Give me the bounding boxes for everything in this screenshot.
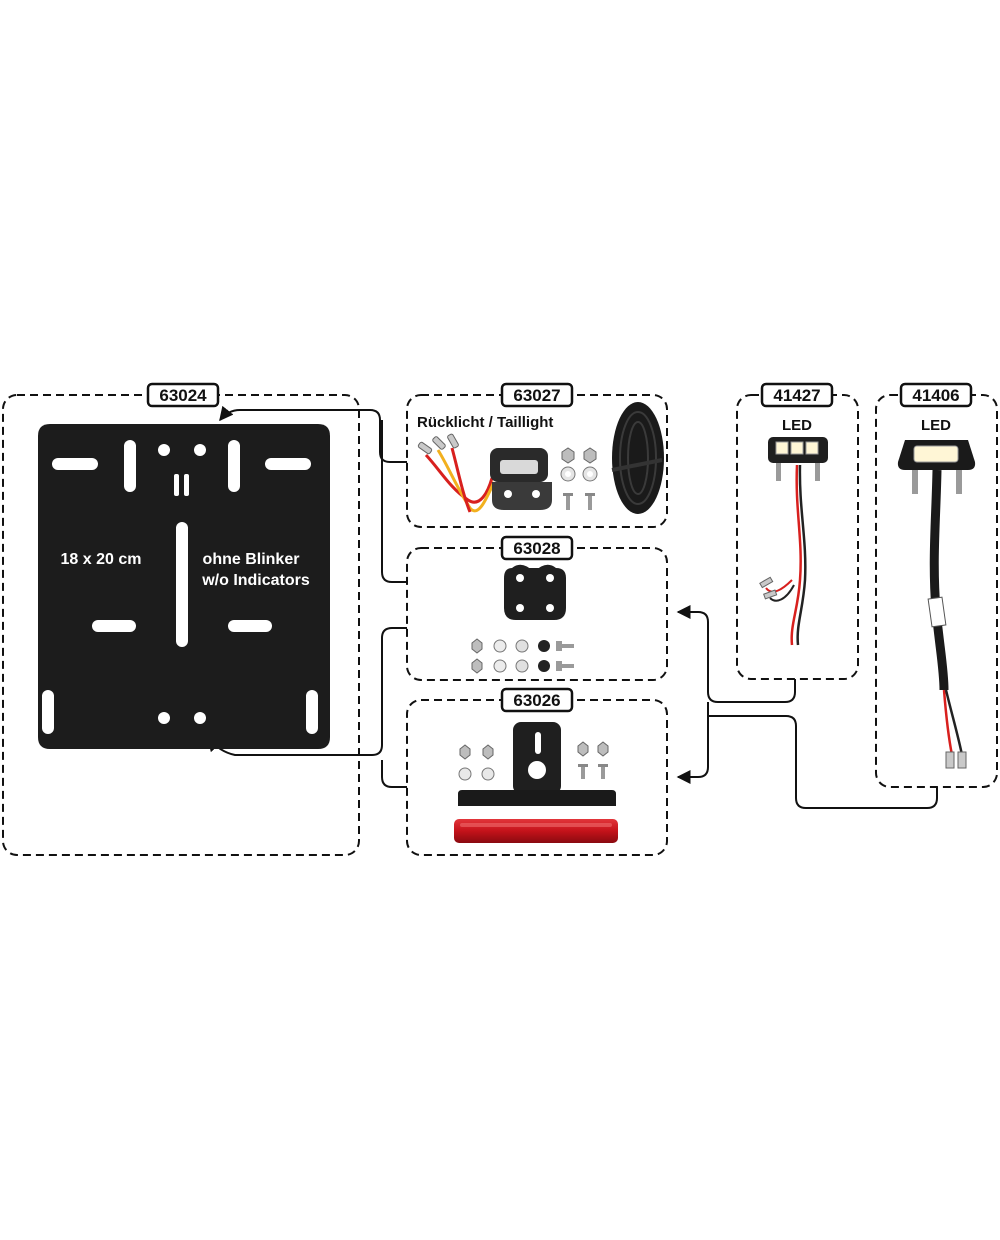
taillight-icon	[418, 433, 552, 512]
code-63027: 63027	[513, 386, 560, 405]
code-41427: 41427	[773, 386, 820, 405]
license-plate-icon: 18 x 20 cm ohne Blinker w/o Indicators	[38, 424, 330, 749]
code-63024: 63024	[159, 386, 207, 405]
plate-note-line1: ohne Blinker	[203, 551, 300, 568]
bracket-icon	[504, 565, 566, 620]
label-63028: 63028	[502, 537, 572, 559]
label-63026: 63026	[502, 689, 572, 711]
plate-note-line2: w/o Indicators	[201, 572, 310, 589]
bracket-icon	[458, 722, 616, 806]
reflector-icon	[454, 819, 618, 843]
code-63026: 63026	[513, 691, 560, 710]
screws-nuts-icon	[561, 448, 597, 510]
taillight-caption: Rücklicht / Taillight	[417, 414, 553, 431]
led-41406-caption: LED	[921, 417, 951, 434]
label-41406: 41406	[901, 384, 971, 406]
label-63027: 63027	[502, 384, 572, 406]
code-63028: 63028	[513, 539, 560, 558]
label-63024: 63024	[148, 384, 218, 406]
led-light-icon	[760, 437, 828, 645]
led-light-icon	[898, 440, 975, 768]
led-41427-caption: LED	[782, 417, 812, 434]
plate-size-label: 18 x 20 cm	[61, 551, 142, 568]
label-41427: 41427	[762, 384, 832, 406]
cable-coil-icon	[612, 402, 664, 514]
code-41406: 41406	[912, 386, 959, 405]
screws-nuts-icon	[472, 639, 574, 673]
